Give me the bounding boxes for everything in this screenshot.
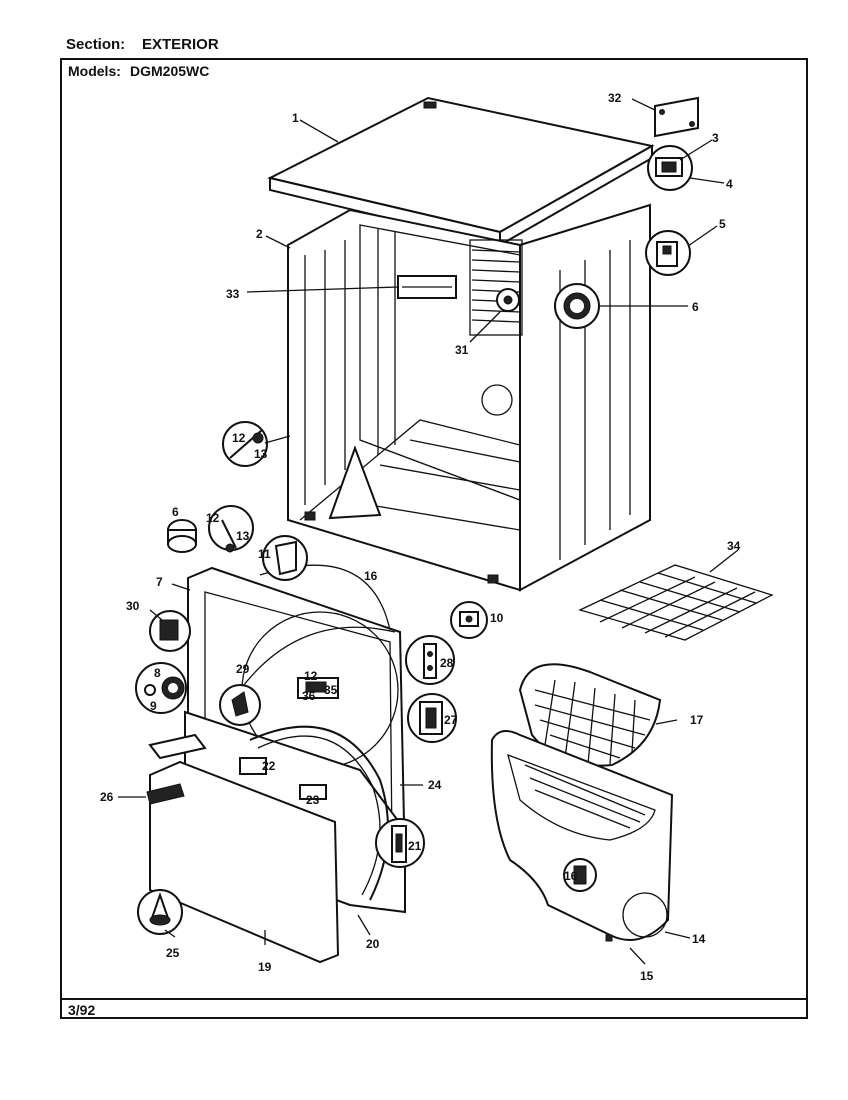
callout-13-cabinet: 13: [254, 447, 268, 461]
section-header: Section: EXTERIOR: [66, 36, 219, 53]
models-value: DGM205WC: [130, 63, 210, 79]
callout-16-front: 16: [364, 569, 378, 583]
callout-13-front: 13: [236, 529, 250, 543]
callout-34: 34: [727, 539, 741, 553]
callout-31: 31: [455, 343, 469, 357]
part-17-lint-filter: [518, 663, 662, 767]
callout-28: 28: [440, 656, 454, 670]
door-assembly: [146, 710, 406, 964]
models-label: Models:: [68, 63, 121, 79]
part-6-plug-cabinet: [554, 283, 600, 329]
callout-12-cabinet: 12: [232, 431, 246, 445]
callout-1: 1: [292, 111, 299, 125]
callout-16-duct: 16: [564, 869, 578, 883]
callout-3: 3: [712, 131, 719, 145]
part-3-4-bracket: [647, 145, 693, 191]
callout-6-front: 6: [172, 505, 179, 519]
part-10-bracket: [450, 601, 488, 639]
cabinet-body: [287, 203, 651, 592]
callout-22: 22: [262, 759, 276, 773]
part-15-exhaust-duct: [490, 730, 674, 942]
callout-20: 20: [366, 937, 380, 951]
part-12-13-cabinet: [222, 421, 268, 467]
callout-29: 29: [236, 662, 250, 676]
part-27-latch: [407, 693, 457, 743]
diagram-frame: Models: DGM205WC 3/92: [60, 58, 808, 1019]
callout-25: 25: [166, 946, 180, 960]
callout-17: 17: [690, 713, 704, 727]
models-line: Models: DGM205WC: [68, 63, 209, 79]
callout-4: 4: [726, 177, 733, 191]
part-34-rack: [578, 564, 774, 641]
callout-5: 5: [719, 217, 726, 231]
section-label: Section:: [66, 36, 126, 53]
part-11-clip: [262, 535, 308, 581]
callout-10: 10: [490, 611, 504, 625]
part-12-13-front: [208, 505, 254, 553]
callout-33: 33: [226, 287, 240, 301]
part-32-plate: [654, 96, 699, 138]
callout-6-cabinet: 6: [692, 300, 699, 314]
callout-2: 2: [256, 227, 263, 241]
callout-26: 26: [100, 790, 114, 804]
callout-27: 27: [444, 713, 458, 727]
part-5-clip: [645, 230, 691, 276]
callout-14: 14: [692, 932, 706, 946]
callout-23: 23: [306, 793, 320, 807]
part-8-9-knob: [135, 662, 187, 714]
callout-24: 24: [428, 778, 442, 792]
part-25-foot: [137, 889, 183, 935]
section-value: EXTERIOR: [142, 36, 219, 53]
callout-35: 35: [324, 683, 338, 697]
revision-date: 3/92: [68, 1002, 96, 1018]
part-28-strike: [405, 635, 455, 685]
callout-8: 8: [154, 666, 161, 680]
part-6-plug-front: [167, 519, 197, 553]
callout-21: 21: [408, 839, 422, 853]
part-30-lock: [149, 610, 191, 652]
footer-rule: [62, 998, 806, 1000]
part-29-hinge: [219, 684, 261, 726]
callout-12-front: 12: [206, 511, 220, 525]
callout-9: 9: [150, 699, 157, 713]
leader-lines: [118, 98, 739, 965]
callout-15: 15: [640, 969, 654, 983]
part-21-catch: [375, 818, 425, 868]
callout-12-switch: 12: [304, 669, 318, 683]
callout-32: 32: [608, 91, 622, 105]
callout-19: 19: [258, 960, 272, 974]
callout-7: 7: [156, 575, 163, 589]
callout-36: 36: [302, 689, 316, 703]
callout-11: 11: [258, 547, 271, 561]
callout-numbers: 1 2 3 4 5 6 6 7 8 9 10 11 12 13 12 13 12…: [100, 91, 741, 983]
callout-30: 30: [126, 599, 140, 613]
